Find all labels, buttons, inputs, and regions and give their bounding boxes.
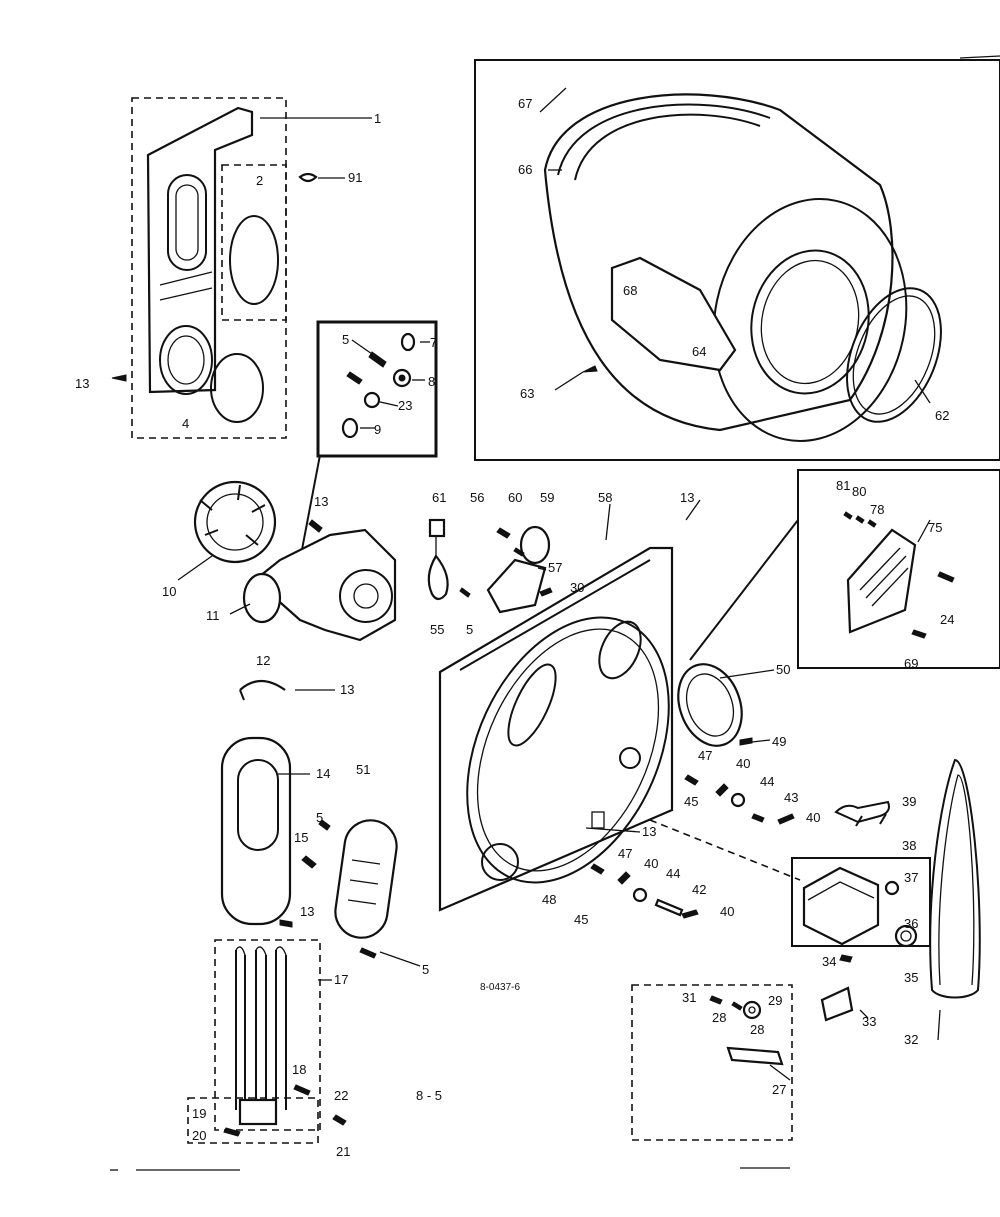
callout-45: 45 xyxy=(684,794,698,809)
callout-15: 15 xyxy=(294,830,308,845)
callout-20: 20 xyxy=(192,1128,206,1143)
callout-5: 5 xyxy=(316,810,323,825)
callout-38: 38 xyxy=(902,838,916,853)
callout-24: 24 xyxy=(940,612,954,627)
callout-22: 22 xyxy=(334,1088,348,1103)
control-housing xyxy=(689,469,1000,669)
front-panel-group xyxy=(131,97,287,439)
callout-18: 18 xyxy=(292,1062,306,1077)
motor-hardware-box xyxy=(316,320,438,458)
callout-78: 78 xyxy=(870,502,884,517)
callout-13: 13 xyxy=(75,376,89,391)
callout-2: 2 xyxy=(256,173,263,188)
bulkhead-hardware xyxy=(590,774,890,919)
callout-49: 49 xyxy=(772,734,786,749)
callout-57: 57 xyxy=(548,560,562,575)
callout-75: 75 xyxy=(928,520,942,535)
callout-40: 40 xyxy=(736,756,750,771)
callout-42: 42 xyxy=(692,882,706,897)
callout-39: 39 xyxy=(902,794,916,809)
callout-23: 23 xyxy=(398,398,412,413)
exhaust-duct xyxy=(220,679,398,959)
callout-13: 13 xyxy=(300,904,314,919)
leader-lines xyxy=(278,339,941,1081)
callout-5: 5 xyxy=(466,622,473,637)
callout-47: 47 xyxy=(698,748,712,763)
callout-47: 47 xyxy=(618,846,632,861)
drawing-code: 8-0437-6 xyxy=(480,982,520,993)
callout-44: 44 xyxy=(760,774,774,789)
callout-7: 7 xyxy=(430,335,437,350)
blower-motor xyxy=(177,480,397,642)
callout-28: 28 xyxy=(750,1022,764,1037)
callout-4: 4 xyxy=(182,416,189,431)
callout-91: 91 xyxy=(348,170,362,185)
callout-40: 40 xyxy=(720,904,734,919)
callout-69: 69 xyxy=(904,656,918,671)
callout-63: 63 xyxy=(520,386,534,401)
callout-10: 10 xyxy=(162,584,176,599)
lamp-assembly xyxy=(427,518,553,614)
callout-8: 8 xyxy=(428,374,435,389)
callout-44: 44 xyxy=(666,866,680,881)
callout-66: 66 xyxy=(518,162,532,177)
callout-labels: 1 2 4 5 7 8 23 9 91 13 67 66 68 64 63 62… xyxy=(75,96,954,1159)
callout-17: 17 xyxy=(334,972,348,987)
callout-58: 58 xyxy=(598,490,612,505)
page-number: 8 - 5 xyxy=(416,1088,442,1103)
callout-30: 30 xyxy=(570,580,584,595)
callout-55: 55 xyxy=(430,622,444,637)
callout-45: 45 xyxy=(574,912,588,927)
callout-9: 9 xyxy=(374,422,381,437)
callout-33: 33 xyxy=(862,1014,876,1029)
callout-61: 61 xyxy=(432,490,446,505)
callout-14: 14 xyxy=(316,766,330,781)
callout-36: 36 xyxy=(904,916,918,931)
callout-29: 29 xyxy=(768,993,782,1008)
scan-marks xyxy=(110,55,1000,1171)
callout-21: 21 xyxy=(336,1144,350,1159)
callout-19: 19 xyxy=(192,1106,206,1121)
callout-50: 50 xyxy=(776,662,790,677)
callout-13: 13 xyxy=(340,682,354,697)
callout-35: 35 xyxy=(904,970,918,985)
callout-11: 11 xyxy=(206,608,220,623)
callout-1: 1 xyxy=(374,111,381,126)
callout-60: 60 xyxy=(508,490,522,505)
callout-68: 68 xyxy=(623,283,637,298)
callout-13: 13 xyxy=(680,490,694,505)
callout-12: 12 xyxy=(256,653,270,668)
callout-40: 40 xyxy=(806,810,820,825)
callout-40: 40 xyxy=(644,856,658,871)
callout-80: 80 xyxy=(852,484,866,499)
drum-group xyxy=(474,59,1000,461)
callout-43: 43 xyxy=(784,790,798,805)
callout-13: 13 xyxy=(642,824,656,839)
bulkhead-panel xyxy=(438,546,801,912)
callout-37: 37 xyxy=(904,870,918,885)
callout-13: 13 xyxy=(314,494,328,509)
heating-element xyxy=(187,939,347,1144)
callout-81: 81 xyxy=(836,478,850,493)
callout-28: 28 xyxy=(712,1010,726,1025)
callout-51: 51 xyxy=(356,762,370,777)
callout-5: 5 xyxy=(342,332,349,347)
callout-59: 59 xyxy=(540,490,554,505)
callout-5: 5 xyxy=(422,962,429,977)
callout-31: 31 xyxy=(682,990,696,1005)
callout-67: 67 xyxy=(518,96,532,111)
callout-32: 32 xyxy=(904,1032,918,1047)
drive-motor xyxy=(791,758,981,1022)
callout-56: 56 xyxy=(470,490,484,505)
callout-62: 62 xyxy=(935,408,949,423)
callout-34: 34 xyxy=(822,954,836,969)
callout-64: 64 xyxy=(692,344,706,359)
callout-27: 27 xyxy=(772,1082,786,1097)
idler-group xyxy=(631,984,793,1141)
callout-48: 48 xyxy=(542,892,556,907)
